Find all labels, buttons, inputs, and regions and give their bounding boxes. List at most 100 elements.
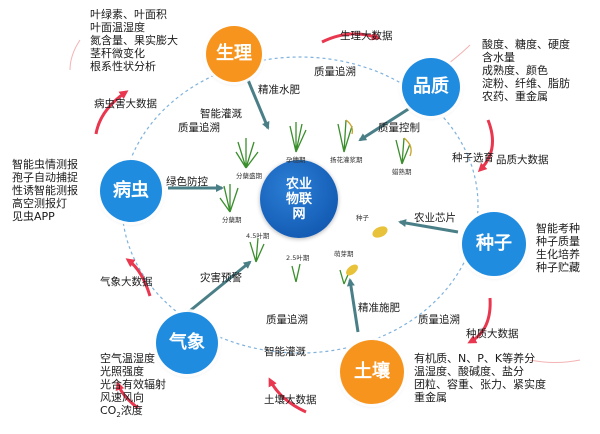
stage-leaf45: 4.5叶期 xyxy=(246,232,270,240)
link-seed-quality: 种子选育 xyxy=(452,152,494,164)
arrow-turang-center xyxy=(346,278,360,333)
link-disaster-warning: 灾害预警 xyxy=(200,272,242,284)
node-qixiang: 气象 xyxy=(156,312,218,374)
arrow-shengli-center xyxy=(246,79,270,130)
list-item: 团粒、容重、张力、紧实度 xyxy=(414,378,546,391)
node-pinzhi: 品质 xyxy=(402,58,460,116)
list-item: 光照强度 xyxy=(100,365,144,378)
co2-subscript: 2 xyxy=(116,411,121,420)
list-item-co2: CO2浓度 xyxy=(100,404,166,422)
center-node: 农业 物联 网 xyxy=(260,160,338,238)
co2-prefix: CO xyxy=(100,404,117,417)
bigdata-turang: 土壤大数据 xyxy=(264,394,317,406)
stage-heading: 扬花灌浆期 xyxy=(330,156,363,164)
seed-grain xyxy=(372,226,388,238)
bigdata-pinzhi: 品质大数据 xyxy=(496,154,549,166)
center-line-3: 网 xyxy=(292,206,306,222)
center-line-2: 物联 xyxy=(285,191,312,207)
node-bingchong-label: 病虫 xyxy=(113,180,149,201)
list-qixiang: 空气温湿度 光照强度 光合有效辐射 风速风向 CO2浓度 xyxy=(100,352,166,422)
link-quality-trace-left: 质量追溯 xyxy=(178,122,220,134)
list-item: 叶面温湿度 xyxy=(90,21,145,34)
teal-arrows xyxy=(168,79,459,333)
stage-leaf25: 2.5叶期 xyxy=(286,254,310,262)
list-item: 见虫APP xyxy=(12,210,55,223)
list-item: 孢子自动捕捉 xyxy=(12,171,78,184)
node-bingchong: 病虫 xyxy=(100,160,162,222)
arrow-pinzhi-center xyxy=(358,106,411,142)
bigdata-qixiang: 气象大数据 xyxy=(100,276,153,288)
list-item: 淀粉、纤维、脂肪 xyxy=(482,77,570,90)
list-item: 农药、重金属 xyxy=(482,90,548,103)
node-shengli-label: 生理 xyxy=(216,43,252,64)
center-line-1: 农业 xyxy=(285,176,312,192)
link-quality-trace-bottom: 质量追溯 xyxy=(266,314,308,326)
list-item: 种子贮藏 xyxy=(536,261,580,274)
red-arrows xyxy=(94,31,494,414)
list-shengli: 叶绿素、叶面积 叶面温湿度 氮含量、果实膨大 茎秆微变化 根系性状分析 xyxy=(90,8,178,73)
list-item: 性诱智能测报 xyxy=(12,184,78,197)
list-item: 生化培养 xyxy=(536,248,580,261)
link-agri-chip: 农业芯片 xyxy=(414,212,456,224)
link-green-control: 绿色防控 xyxy=(166,176,208,188)
list-item: 氮含量、果实膨大 xyxy=(90,34,178,47)
list-turang: 有机质、N、P、K等养分 温湿度、酸碱度、盐分 团粒、容重、张力、紧实度 重金属 xyxy=(414,352,546,404)
list-item: 含水量 xyxy=(482,51,515,64)
link-smart-irrigation-left: 智能灌溉 xyxy=(200,108,242,120)
stage-seed: 种子 xyxy=(356,214,369,222)
link-quality-control: 质量控制 xyxy=(378,122,420,134)
stage-germ: 萌芽期 xyxy=(334,250,354,258)
stage-tillering: 分蘖盛期 xyxy=(236,172,262,180)
list-zhongzi: 智能考种 种子质量 生化培养 种子贮藏 xyxy=(536,222,580,274)
bigdata-shengli: 生理大数据 xyxy=(340,30,393,42)
list-item: 酸度、糖度、硬度 xyxy=(482,38,570,51)
node-zhongzi: 种子 xyxy=(462,212,526,276)
link-precise-water: 精准水肥 xyxy=(258,84,300,96)
link-quality-trace-top: 质量追溯 xyxy=(314,66,356,78)
node-pinzhi-label: 品质 xyxy=(413,76,449,97)
rice-plants xyxy=(219,119,412,285)
list-item: 光合有效辐射 xyxy=(100,378,166,391)
list-item: 根系性状分析 xyxy=(90,60,156,73)
list-item: 温湿度、酸碱度、盐分 xyxy=(414,365,524,378)
arrow-zhongzi-center xyxy=(398,219,459,234)
red-arrow-pinzhi xyxy=(477,119,494,173)
list-item: 种子质量 xyxy=(536,235,580,248)
node-turang: 土壤 xyxy=(340,340,404,404)
node-zhongzi-label: 种子 xyxy=(476,233,512,254)
list-item: 智能虫情测报 xyxy=(12,158,78,171)
red-arrow-qixiang xyxy=(125,258,152,297)
red-arrow-zhongzi xyxy=(467,297,492,344)
list-item: 风速风向 xyxy=(100,391,144,404)
list-item: 有机质、N、P、K等养分 xyxy=(414,352,536,365)
red-arrow-bingchong xyxy=(94,90,129,135)
stage-tillering2: 分蘖期 xyxy=(222,216,242,224)
link-smart-irrigation-bottom: 智能灌溉 xyxy=(264,346,306,358)
node-turang-label: 土壤 xyxy=(354,361,390,382)
link-quality-trace-right: 质量追溯 xyxy=(418,314,460,326)
list-item: 空气温湿度 xyxy=(100,352,155,365)
red-arrow-shengli xyxy=(321,31,381,44)
list-item: 茎秆微变化 xyxy=(90,47,145,60)
stage-booting: 孕穗期 xyxy=(286,156,306,164)
arrow-qixiang-center xyxy=(185,260,252,316)
germ-grain xyxy=(346,264,358,276)
list-bingchong: 智能虫情测报 孢子自动捕捉 性诱智能测报 高空测报灯 见虫APP xyxy=(12,158,78,223)
list-item: 高空测报灯 xyxy=(12,197,67,210)
list-item: 重金属 xyxy=(414,391,447,404)
list-item: 智能考种 xyxy=(536,222,580,235)
co2-suffix: 浓度 xyxy=(120,404,143,417)
bigdata-bingchong: 病虫害大数据 xyxy=(94,98,157,110)
node-shengli: 生理 xyxy=(206,26,262,82)
list-item: 成熟度、颜色 xyxy=(482,64,548,77)
link-precise-fert: 精准施肥 xyxy=(358,302,400,314)
bigdata-zhongzi: 种质大数据 xyxy=(466,328,519,340)
red-arrow-extra xyxy=(115,381,139,410)
red-arrow-turang xyxy=(268,377,307,414)
list-item: 叶绿素、叶面积 xyxy=(90,8,167,21)
stage-maturity: 蜡熟期 xyxy=(392,168,412,176)
node-qixiang-label: 气象 xyxy=(169,332,205,353)
list-pinzhi: 酸度、糖度、硬度 含水量 成熟度、颜色 淀粉、纤维、脂肪 农药、重金属 xyxy=(482,38,570,103)
